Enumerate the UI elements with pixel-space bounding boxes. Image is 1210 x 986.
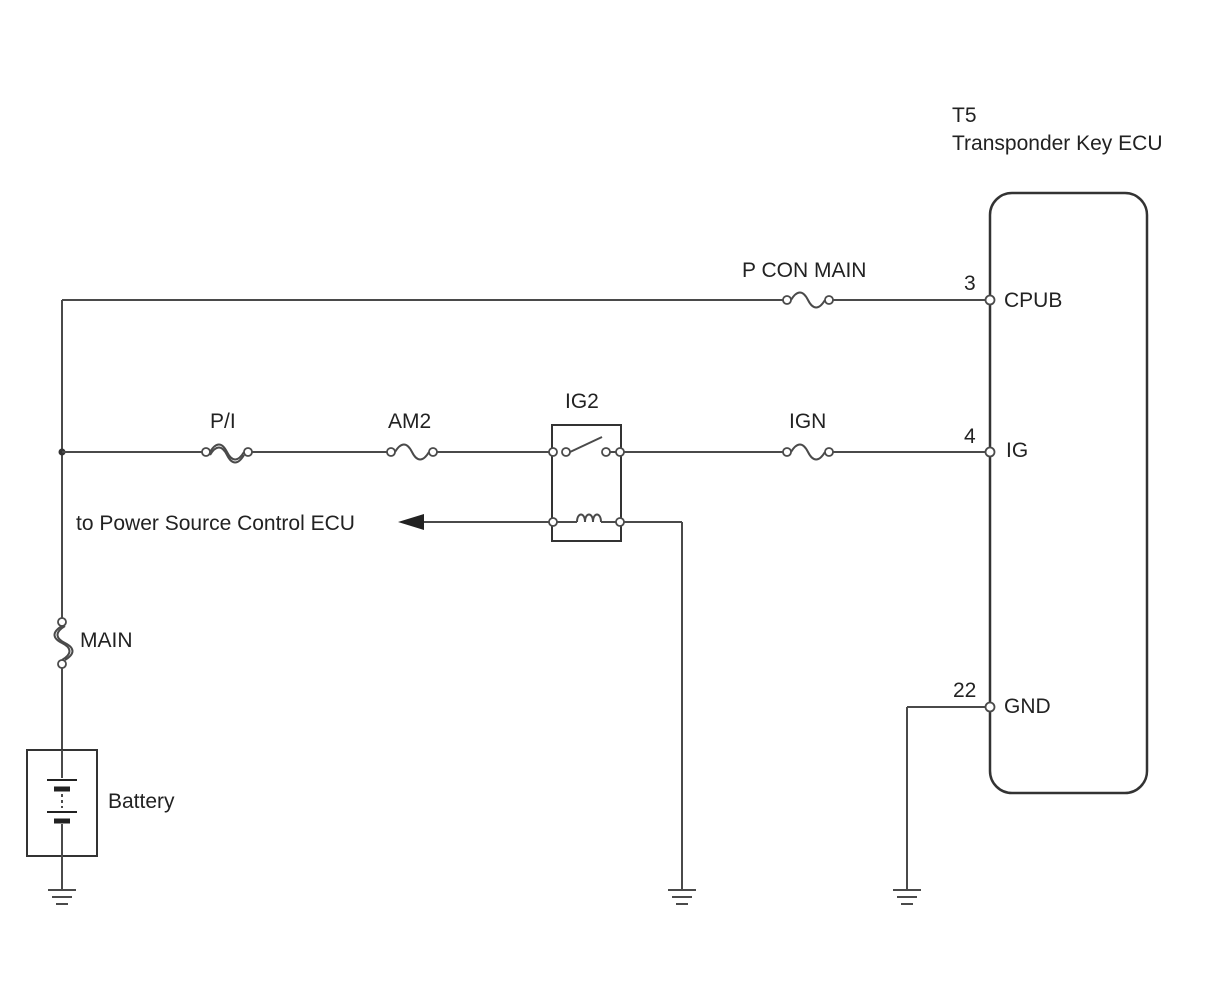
pi-fuse	[201, 443, 253, 464]
main-fuse	[53, 617, 74, 669]
p-con-main-fuse	[782, 291, 834, 309]
pin-22-name: GND	[1004, 695, 1051, 718]
arrow-left-icon	[398, 514, 424, 530]
ign-label: IGN	[789, 410, 826, 433]
cpub-circuit: P CON MAIN 3 CPUB	[61, 259, 1062, 618]
ecu-code: T5	[952, 104, 977, 127]
pin-22-terminal	[984, 701, 996, 713]
battery	[26, 749, 98, 857]
p-con-main-label: P CON MAIN	[742, 259, 866, 282]
am2-label: AM2	[388, 410, 431, 433]
pin-4-name: IG	[1006, 439, 1028, 462]
relay-coil-circuit: to Power Source Control ECU	[76, 512, 696, 905]
pin-3-number: 3	[964, 272, 976, 295]
ecu-box	[988, 191, 1149, 795]
ground-icon	[668, 889, 696, 905]
ecu-name: Transponder Key ECU	[952, 132, 1162, 155]
power-source-arrow-label: to Power Source Control ECU	[76, 512, 355, 535]
ig-circuit: P/I AM2 IG2	[58, 390, 1028, 542]
main-label: MAIN	[80, 629, 133, 652]
pi-label: P/I	[210, 410, 236, 433]
pin-4-terminal	[984, 446, 996, 458]
ig2-label: IG2	[565, 390, 599, 413]
pin-3-terminal	[984, 294, 996, 306]
battery-label: Battery	[108, 790, 175, 813]
gnd-circuit: 22 GND	[893, 679, 1051, 905]
ground-icon	[48, 889, 76, 905]
ign-fuse	[782, 443, 834, 461]
pin-3-name: CPUB	[1004, 289, 1062, 312]
am2-fuse	[386, 443, 438, 461]
ig2-relay	[548, 424, 625, 542]
pin-4-number: 4	[964, 425, 976, 448]
ground-icon	[893, 889, 921, 905]
pin-22-number: 22	[953, 679, 976, 702]
